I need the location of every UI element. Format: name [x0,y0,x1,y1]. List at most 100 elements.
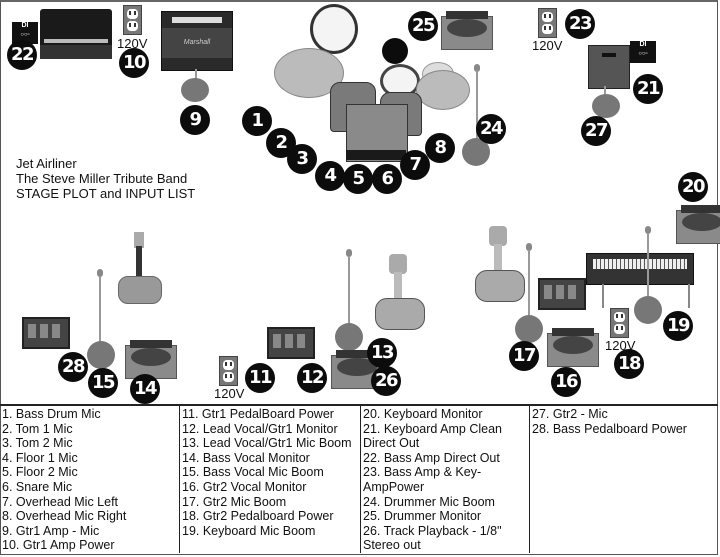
input-badge-18: 18 [614,349,644,379]
input-badge-10: 10 [119,48,149,78]
gtr1-pedalboard [267,327,315,359]
input-badge-17: 17 [509,341,539,371]
bass-pedalboard [22,317,70,349]
input-badge-5: 5 [343,164,373,194]
input-badge-20: 20 [678,172,708,202]
input-badge-22: 22 [7,40,37,70]
mic-stand-base [515,315,543,343]
outlet-voltage-label: 120V [532,38,563,53]
mic-stand-base [335,323,363,351]
bass-guitar [118,232,162,304]
keyboard-stand [688,284,690,308]
input-list-item: 15. Bass Vocal Mic Boom [182,465,324,480]
outlet-voltage-label: 120V [117,36,148,51]
input-badge-28: 28 [58,352,88,382]
gtr1-amp: Marshall [161,11,233,71]
input-list-item: 6. Snare Mic [2,479,73,494]
input-list-item: 24. Drummer Mic Boom [363,494,495,509]
mic-head [346,249,352,257]
input-list-item: 2. Tom 1 Mic [2,421,73,436]
input-list-item: 1. Bass Drum Mic [2,407,101,421]
drummer-monitor [441,11,493,50]
input-list-item: 11. Gtr1 PedalBoard Power [182,407,334,421]
input-list-item: 22. Bass Amp Direct Out [363,450,500,465]
mic-stand-base [181,78,209,102]
band-name: Jet Airliner [16,156,77,171]
power-outlet-icon [219,356,238,386]
di-label: DI [21,22,29,29]
input-list-item: 14. Bass Vocal Monitor [182,450,310,465]
input-list-item: 4. Floor 1 Mic [2,450,78,465]
power-outlet-icon [123,5,142,35]
mic-head [474,64,480,72]
power-outlet-icon [610,308,629,338]
input-list-column-1: 1. Bass Drum Mic 2. Tom 1 Mic 3. Tom 2 M… [0,405,180,553]
input-list-item: 25. Drummer Monitor [363,509,482,524]
keyboard [586,253,694,285]
mic-stand-pole [99,276,101,346]
input-badge-8: 8 [425,133,455,163]
input-badge-6: 6 [372,164,402,194]
input-list-item: 8. Overhead Mic Right [2,509,127,524]
band-subtitle: The Steve Miller Tribute Band [16,171,188,186]
input-badge-25: 25 [408,11,438,41]
input-list-item: 27. Gtr2 - Mic [532,407,608,421]
input-badge-26: 26 [371,366,401,396]
input-badge-21: 21 [633,74,663,104]
input-list-item: 19. Keyboard Mic Boom [182,523,316,538]
input-list-item: 13. Lead Vocal/Gtr1 Mic Boom [182,436,352,451]
mic-stand-pole [195,69,197,82]
input-list-column-4: 27. Gtr2 - Mic 28. Bass Pedalboard Power [529,405,718,553]
input-list-item: 18. Gtr2 Pedalboard Power [182,509,334,524]
input-list-item: 28. Bass Pedalboard Power [532,421,687,436]
input-badge-27: 27 [581,116,611,146]
document-title: STAGE PLOT and INPUT LIST [16,186,196,201]
electric-guitar-gtr2 [475,226,525,302]
power-outlet-icon [538,8,557,38]
input-list-item: 16. Gtr2 Vocal Monitor [182,479,307,494]
input-badge-11: 11 [245,363,275,393]
input-list-item: 21. Keyboard Amp Clean Direct Out [363,421,502,451]
input-list-item: 26. Track Playback - 1/8" Stereo out [363,523,502,553]
keyboard-stand [602,284,604,308]
input-list-item: 23. Bass Amp & Key-AmpPower [363,465,482,494]
mic-stand-base [634,296,662,324]
outlet-voltage-label: 120V [214,386,245,401]
input-badge-4: 4 [315,161,345,191]
input-badge-3: 3 [287,144,317,174]
mic-head [645,226,651,234]
mic-head [97,269,103,277]
bass-amp [40,9,112,59]
gtr2-vocal-monitor [547,328,599,367]
mic-head [526,243,532,251]
input-badge-7: 7 [400,150,430,180]
keyboard-amp [588,45,630,89]
mic-stand-base [592,94,620,118]
input-list-column-2: 11. Gtr1 PedalBoard Power 12. Lead Vocal… [179,405,361,553]
input-badge-1: 1 [242,106,272,136]
input-list-table: 1. Bass Drum Mic 2. Tom 1 Mic 3. Tom 2 M… [0,404,718,553]
input-list-item: 3. Tom 2 Mic [2,436,73,451]
input-list-column-3: 20. Keyboard Monitor 21. Keyboard Amp Cl… [360,405,530,553]
mic-stand-pole [647,233,649,309]
input-list-item: 20. Keyboard Monitor [363,407,483,421]
gtr2-pedalboard [538,278,586,310]
input-badge-15: 15 [88,368,118,398]
input-badge-12: 12 [297,363,327,393]
input-list-item: 12. Lead Vocal/Gtr1 Monitor [182,421,338,436]
input-list-item: 17. Gtr2 Mic Boom [182,494,287,509]
bass-di-box: DI○○▫ [12,22,38,44]
input-badge-13: 13 [367,338,397,368]
keyboard-di-box: DI○○▫ [630,41,656,63]
amp-brand-label: Marshall [162,28,232,58]
electric-guitar-gtr1 [375,254,425,330]
input-badge-19: 19 [663,311,693,341]
input-badge-9: 9 [180,105,210,135]
drum-kit [270,0,480,165]
mic-stand-base [87,341,115,369]
input-badge-23: 23 [565,9,595,39]
input-list-item: 10. Gtr1 Amp Power [2,538,115,553]
input-list-item: 5. Floor 2 Mic [2,465,78,480]
input-list-item: 9. Gtr1 Amp - Mic [2,523,100,538]
